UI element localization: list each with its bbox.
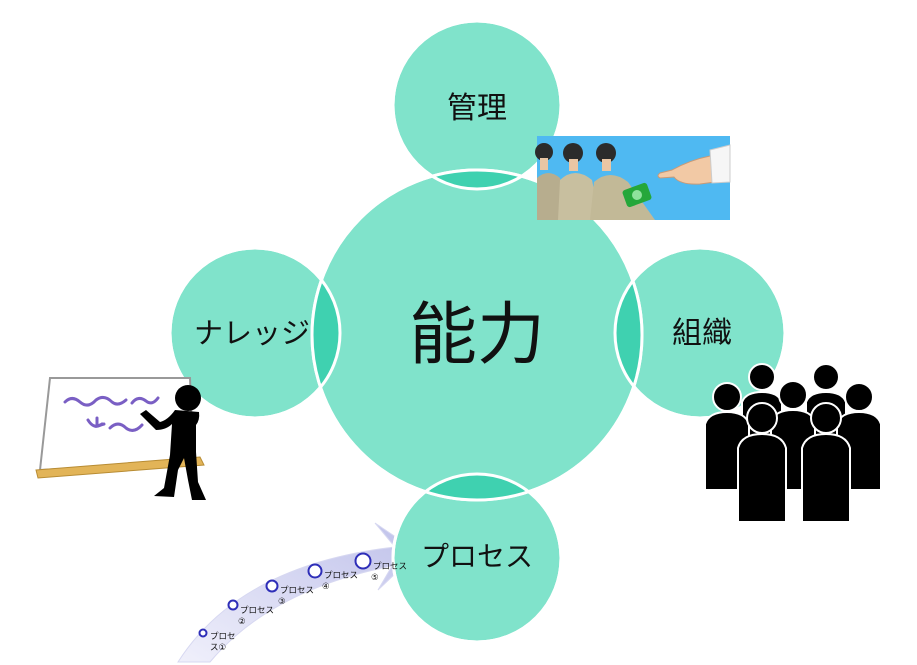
process-step-label: プロセ <box>210 632 236 642</box>
process-step-label-line2: ③ <box>278 597 286 607</box>
process-step-1: プロセ ス① <box>198 628 236 653</box>
whiteboard-scribble <box>63 395 160 432</box>
process-step-ring <box>198 628 208 638</box>
process-step-label: プロセス <box>324 571 358 581</box>
management-pointing-image <box>535 136 731 220</box>
person-icon <box>801 402 851 523</box>
process-step-label: プロセス <box>240 606 274 616</box>
presenter-silhouette <box>140 385 206 500</box>
node-top-label: 管理 <box>447 91 507 126</box>
node-bottom-label: プロセス <box>421 540 533 573</box>
process-step-label: プロセス <box>373 562 407 572</box>
node-right-label: 組織 <box>672 316 732 351</box>
process-step-4: プロセス ④ <box>307 563 358 592</box>
person-icon <box>737 402 787 523</box>
process-step-label: プロセス <box>280 586 314 596</box>
knowledge-whiteboard-image <box>35 377 206 500</box>
money-icon <box>622 182 652 208</box>
process-step-ring <box>265 579 279 593</box>
organization-crowd-image <box>704 363 882 523</box>
process-step-2: プロセス ② <box>227 599 274 627</box>
process-step-3: プロセス ③ <box>265 579 314 607</box>
center-label: 能力 <box>409 296 545 375</box>
pointing-hand-icon <box>657 144 731 185</box>
process-step-label-line2: ス① <box>210 643 226 653</box>
process-step-5: プロセス ⑤ <box>354 552 407 583</box>
process-steps: プロセ ス① プロセス ② プロセス ③ プロセス ④ プロセス ⑤ <box>198 552 407 653</box>
node-left-label: ナレッジ <box>194 316 310 350</box>
process-step-ring <box>227 599 239 611</box>
process-step-ring <box>307 563 323 579</box>
overlap-outlines <box>168 19 787 644</box>
process-step-label-line2: ⑤ <box>371 573 379 583</box>
process-step-ring <box>354 552 372 570</box>
process-step-label-line2: ② <box>238 617 246 627</box>
process-step-label-line2: ④ <box>322 582 330 592</box>
